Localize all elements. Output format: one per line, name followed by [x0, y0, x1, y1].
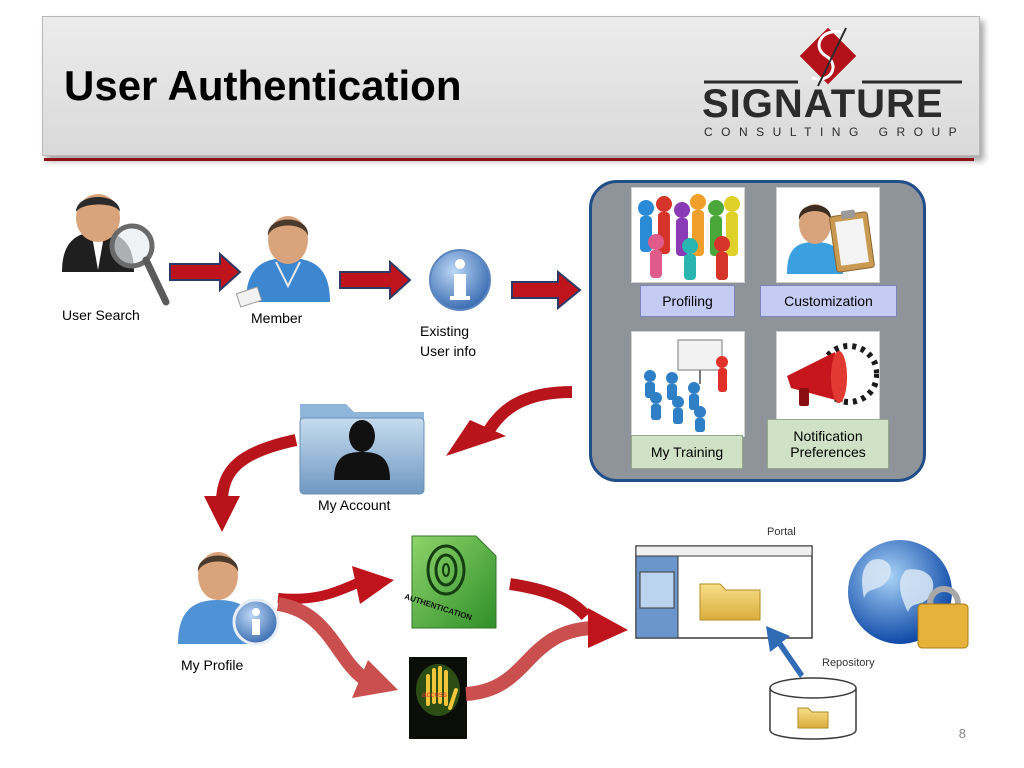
- customization-button[interactable]: Customization: [760, 285, 897, 317]
- member-label: Member: [251, 310, 302, 326]
- notification-tile: [776, 331, 880, 423]
- clipboard-person-icon: [777, 188, 879, 282]
- flow-arrow-2: [340, 262, 410, 298]
- my-account-label: My Account: [318, 497, 390, 513]
- my-account-folder-icon: [300, 404, 424, 494]
- repository-database-icon: [770, 678, 856, 739]
- profiling-tile: [631, 187, 745, 283]
- arrow-profile-to-access: [278, 604, 398, 698]
- info-icon: [430, 250, 490, 310]
- portal-label: Portal: [767, 526, 796, 538]
- authentication-card-icon: [404, 530, 504, 634]
- notification-preferences-button[interactable]: Notification Preferences: [767, 419, 889, 469]
- customization-tile: [776, 187, 880, 283]
- user-search-label: User Search: [62, 307, 140, 323]
- existing-user-info-label-line2: User info: [420, 343, 476, 359]
- secure-globe-icon: [848, 540, 968, 648]
- my-profile-icon: [178, 552, 278, 644]
- arrow-auth-to-portal: [510, 584, 586, 616]
- my-training-button[interactable]: My Training: [631, 435, 743, 469]
- crowd-icon: [632, 188, 744, 282]
- megaphone-icon: [777, 332, 879, 422]
- flow-arrow-1: [170, 254, 240, 290]
- training-tile: [631, 331, 745, 437]
- my-profile-label: My Profile: [181, 657, 243, 673]
- arrow-profile-to-authentication: [278, 566, 394, 604]
- existing-user-info-label-line1: Existing: [420, 323, 469, 339]
- repository-label: Repository: [822, 657, 875, 669]
- flow-arrow-3: [512, 272, 580, 308]
- profiling-button[interactable]: Profiling: [640, 285, 735, 317]
- access-text: access: [422, 690, 447, 699]
- member-icon: [236, 216, 330, 307]
- curved-arrow-to-profile: [204, 440, 296, 532]
- slide-number: 8: [959, 726, 966, 741]
- notification-preferences-line2: Preferences: [790, 444, 865, 460]
- notification-preferences-line1: Notification: [793, 428, 862, 444]
- classroom-icon: [632, 332, 744, 436]
- curved-arrow-to-account: [446, 392, 572, 456]
- user-search-icon: [62, 194, 166, 302]
- portal-window-icon: [636, 546, 812, 638]
